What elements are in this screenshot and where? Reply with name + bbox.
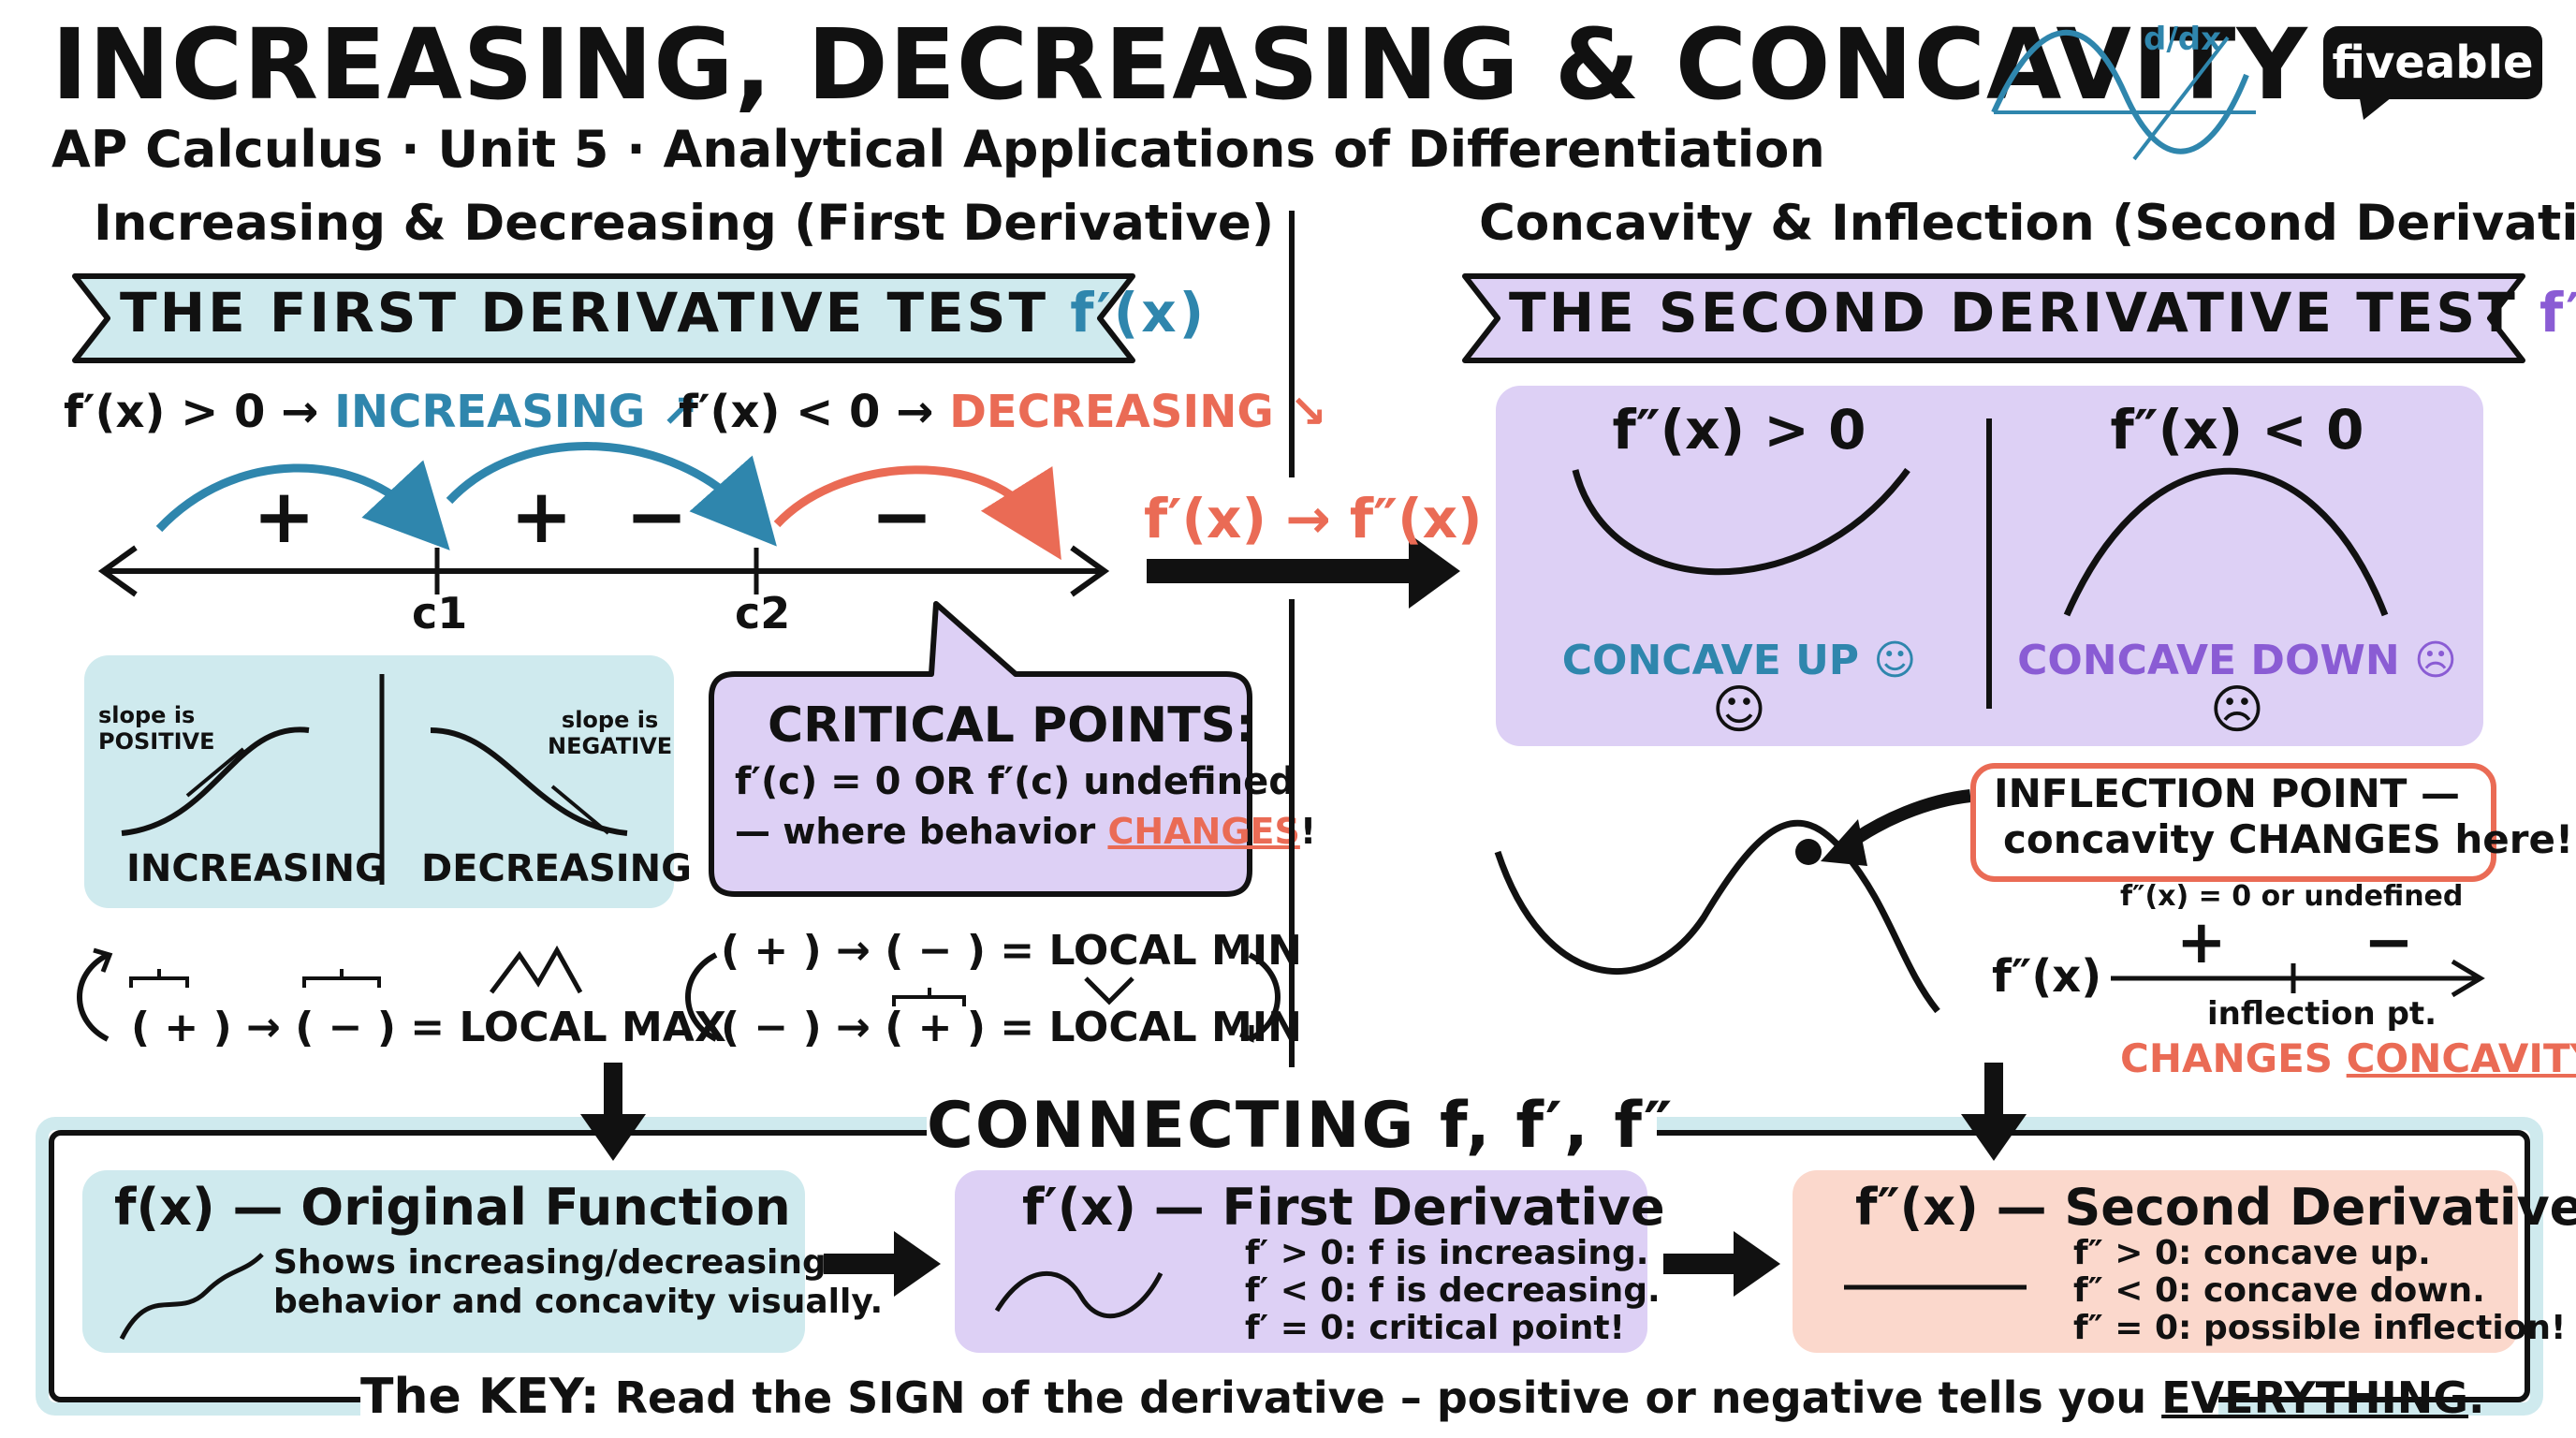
connecting-heading-bg	[927, 1086, 1657, 1170]
flow-arrow-2	[1663, 1231, 1780, 1297]
first-derivative-rule-1: f′ > 0: f is increasing.	[1245, 1234, 1649, 1272]
original-function-desc-1: Shows increasing/decreasing	[273, 1243, 827, 1282]
critical-points-title: CRITICAL POINTS:	[768, 697, 1255, 754]
center-divider	[1147, 211, 1460, 1067]
original-function-desc-2: behavior and concavity visually.	[273, 1283, 884, 1321]
second-derivative-banner-symbol: f″(x)	[2539, 281, 2576, 345]
key-line-bg	[360, 1365, 2218, 1431]
second-derivative-card	[1793, 1170, 2518, 1353]
slope-negative-note: slope is NEGATIVE	[548, 707, 673, 759]
right-section-heading: Concavity & Inflection (Second Derivativ…	[1479, 195, 2576, 252]
sign-minus-1: −	[625, 473, 689, 560]
second-sign-plus: +	[2176, 908, 2227, 977]
local-max-rule: ( + ) → ( − ) = LOCAL MAX	[131, 1004, 726, 1051]
logo-tail-icon	[2359, 94, 2396, 120]
decreasing-label: DECREASING	[421, 847, 692, 890]
second-derivative-line-label: f″(x)	[1992, 950, 2102, 1003]
second-derivative-sign-line	[2111, 959, 2485, 998]
second-derivative-rule-3: f″ = 0: possible inflection!	[2073, 1309, 2567, 1347]
first-derivative-banner-text: THE FIRST DERIVATIVE TEST f′(x)	[120, 281, 1208, 345]
derivative-transition: f′(x) → f″(x)	[1144, 487, 1483, 550]
second-derivative-rule-1: f″ > 0: concave up.	[2073, 1234, 2431, 1272]
inflection-callout	[1970, 763, 2496, 882]
slope-curves	[121, 674, 628, 885]
negative-second-condition: f″(x) < 0	[2110, 398, 2364, 462]
second-derivative-banner-shape	[1462, 273, 2525, 363]
negative-rule: f′(x) < 0 → DECREASING ↘	[679, 386, 1327, 438]
first-derivative-card	[955, 1170, 1647, 1353]
slope-box	[84, 655, 674, 908]
original-function-sketch	[119, 1253, 264, 1341]
positive-second-condition: f″(x) > 0	[1612, 398, 1866, 462]
second-derivative-rule-2: f″ < 0: concave down.	[2073, 1271, 2485, 1310]
concavity-curves	[1572, 418, 2389, 709]
tick-c2: c2	[735, 588, 791, 638]
changes-concavity-label: CHANGES CONCAVITY	[2120, 1035, 2576, 1081]
inflection-title: INFLECTION POINT —	[1994, 770, 2461, 816]
left-section-heading: Increasing & Decreasing (First Derivativ…	[94, 195, 1275, 252]
sign-plus-2: +	[510, 473, 574, 560]
sign-number-line	[97, 442, 1110, 597]
inflection-curve	[1494, 789, 1971, 1014]
critical-points-rule: f′(c) = 0 OR f′(c) undefined	[735, 760, 1295, 803]
inflection-note: f″(x) = 0 or undefined	[2120, 880, 2464, 913]
second-derivative-title: f″(x) — Second Derivative	[1855, 1178, 2576, 1237]
slope-positive-note: slope is POSITIVE	[98, 702, 215, 755]
page-subtitle: AP Calculus · Unit 5 · Analytical Applic…	[51, 120, 1825, 179]
concave-up-label: CONCAVE UP ☺	[1561, 637, 1917, 684]
tick-c1: c1	[412, 588, 468, 638]
sign-plus-1: +	[253, 473, 316, 560]
first-derivative-banner-symbol: f′(x)	[1070, 281, 1208, 345]
extrema-rule-decorations	[77, 945, 1281, 1043]
critical-points-where: — where behavior CHANGES!	[735, 811, 1317, 852]
d-dx-icon-label: d/dx	[2144, 21, 2222, 58]
inflection-pt-label: inflection pt.	[2207, 995, 2437, 1033]
local-min-rule-bottom: ( − ) → ( + ) = LOCAL MIN	[721, 1004, 1303, 1051]
inflection-body: concavity CHANGES here!	[2003, 816, 2574, 862]
increasing-label: INCREASING	[126, 847, 386, 890]
concave-down-label: CONCAVE DOWN ☹	[2017, 637, 2457, 684]
original-function-title: f(x) — Original Function	[114, 1178, 791, 1237]
connecting-heading: CONNECTING f, f′, f″	[927, 1089, 1675, 1163]
flow-arrow-1	[824, 1231, 941, 1297]
derivative-wave-icon	[1991, 29, 2256, 161]
second-sign-minus: −	[2364, 908, 2414, 977]
original-function-card	[82, 1170, 805, 1353]
fiveable-logo: fiveable	[2323, 26, 2542, 99]
second-derivative-sketch	[1844, 1284, 2027, 1290]
first-derivative-banner-shape	[72, 273, 1135, 363]
smile-icon: ☺	[1711, 680, 1767, 741]
first-derivative-rule-3: f′ = 0: critical point!	[1245, 1309, 1625, 1347]
second-derivative-banner-text: THE SECOND DERIVATIVE TEST f″(x)	[1509, 281, 2576, 345]
frown-icon: ☹	[2209, 680, 2265, 741]
critical-points-bubble	[709, 601, 1252, 897]
first-derivative-sketch	[994, 1271, 1164, 1319]
first-derivative-rule-2: f′ < 0: f is decreasing.	[1245, 1271, 1661, 1310]
page-title: INCREASING, DECREASING & CONCAVITY	[51, 7, 2308, 122]
sign-minus-2: −	[871, 473, 934, 560]
local-min-rule-top: ( + ) → ( − ) = LOCAL MIN	[721, 927, 1303, 975]
key-line: The KEY: Read the SIGN of the derivative…	[360, 1369, 2485, 1425]
positive-rule: f′(x) > 0 → INCREASING ↗	[64, 386, 699, 438]
first-derivative-title: f′(x) — First Derivative	[1022, 1178, 1665, 1237]
